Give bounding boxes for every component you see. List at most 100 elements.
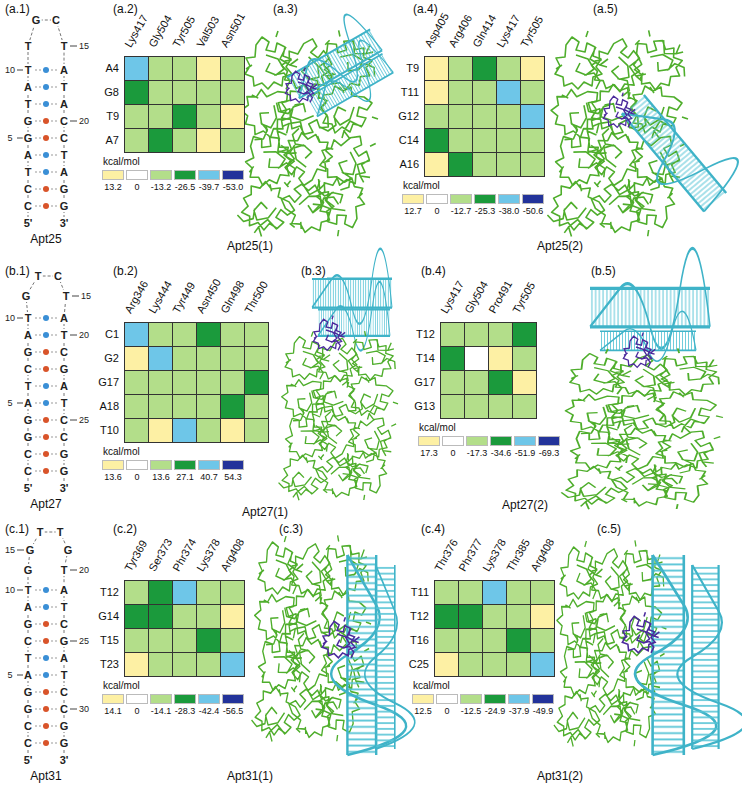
heatmap-cell — [124, 80, 149, 105]
legend-swatch — [150, 170, 172, 180]
heatmap-cell — [220, 346, 245, 371]
legend-swatch — [126, 694, 148, 704]
unit-label: kcal/mol — [102, 446, 141, 458]
heatmap-cell — [124, 580, 149, 605]
nucleotide: A — [59, 312, 69, 324]
legend-value: -13.2 — [150, 182, 173, 192]
position-number: 20 — [78, 330, 90, 340]
panel-title: Apt31(2) — [536, 769, 584, 783]
nucleotide: A — [59, 98, 69, 110]
nucleotide-label: T14 — [415, 352, 436, 364]
heatmap-cell — [172, 80, 197, 105]
legend-value: -39.7 — [198, 182, 221, 192]
legend-swatch — [418, 436, 440, 446]
heatmap-cell — [220, 104, 245, 129]
nucleotide-label: C1 — [104, 328, 120, 340]
heatmap-cell — [496, 128, 521, 153]
nucleotide: C — [23, 737, 33, 749]
tick-line — [17, 318, 23, 319]
nucleotide: A — [59, 166, 69, 178]
pair-dot — [43, 689, 49, 695]
heatmap-cell — [520, 104, 545, 129]
heatmap-cell — [424, 80, 449, 105]
legend-swatch — [514, 436, 536, 446]
nucleotide-label: T9 — [405, 62, 420, 74]
nucleotide: T — [24, 584, 33, 596]
legend-swatch — [532, 694, 554, 704]
legend-value: -24.9 — [484, 706, 507, 716]
pair-dot — [43, 434, 49, 440]
nucleotide-label: A18 — [98, 400, 120, 412]
heatmap-cell — [448, 128, 473, 153]
strand-end: 5' — [23, 217, 34, 229]
heatmap-cell — [440, 394, 465, 419]
aptamer-name: Apt31 — [29, 769, 62, 783]
heatmap-cell — [448, 104, 473, 129]
heatmap-cell — [148, 580, 173, 605]
nucleotide: A — [23, 669, 33, 681]
legend-value: -53.0 — [222, 182, 245, 192]
position-number: 15 — [4, 545, 16, 555]
residue-label: Tyr369 — [122, 537, 150, 574]
nucleotide: A — [23, 601, 33, 613]
legend-swatch — [102, 170, 124, 180]
legend-swatch — [198, 460, 220, 470]
legend-swatch — [174, 694, 196, 704]
nucleotide: T — [60, 81, 69, 93]
heatmap-cell — [124, 370, 149, 395]
heatmap-cell — [448, 80, 473, 105]
heatmap-cell — [244, 418, 269, 443]
heatmap-cell — [530, 580, 555, 605]
loop-backbone — [28, 532, 68, 590]
heatmap-cell — [512, 322, 537, 347]
nucleotide: T — [24, 98, 33, 110]
nucleotide: C — [53, 270, 63, 282]
legend-value: 40.7 — [199, 472, 219, 482]
tick-line — [17, 590, 23, 591]
panel-title: Apt25(2) — [536, 239, 584, 253]
heatmap-cell — [148, 104, 173, 129]
heatmap-cell — [464, 370, 489, 395]
pair-dot — [43, 203, 49, 209]
heatmap-cell — [458, 628, 483, 653]
nucleotide: C — [59, 346, 69, 358]
unit-label: kcal/mol — [412, 680, 451, 692]
panel-title: Apt31(1) — [226, 769, 274, 783]
heatmap-cell — [496, 56, 521, 81]
panel-title: Apt27(2) — [501, 498, 549, 512]
heatmap-cell — [124, 628, 149, 653]
residue-label: Asn501 — [218, 10, 248, 50]
pair-dot — [43, 186, 49, 192]
heatmap-cell — [244, 322, 269, 347]
heatmap-cell — [148, 346, 173, 371]
legend-value: -34.6 — [490, 448, 513, 458]
nucleotide-label: G8 — [103, 86, 120, 98]
nucleotide: G — [59, 183, 70, 195]
nucleotide-label: G2 — [103, 352, 120, 364]
position-number: 10 — [4, 65, 16, 75]
position-number: 20 — [78, 565, 90, 575]
nucleotide: G — [59, 363, 70, 375]
heatmap-cell — [488, 322, 513, 347]
legend-value: -50.6 — [522, 206, 545, 216]
strand-end: 3' — [59, 217, 70, 229]
nucleotide: G — [23, 431, 34, 443]
legend-value: 54.3 — [223, 472, 243, 482]
nucleotide: G — [23, 414, 34, 426]
panel-tag: (b.2) — [112, 264, 139, 278]
heatmap-cell — [488, 394, 513, 419]
pair-dot — [43, 655, 49, 661]
heatmap-cell — [472, 104, 497, 129]
heatmap-cell — [482, 604, 507, 629]
heatmap-cell — [434, 604, 459, 629]
legend-swatch — [102, 460, 124, 470]
legend-value: 0 — [133, 472, 140, 482]
nucleotide: G — [23, 115, 34, 127]
legend-swatch — [222, 460, 244, 470]
nucleotide-label: T10 — [99, 424, 120, 436]
heatmap-cell — [434, 628, 459, 653]
pair-dot — [43, 152, 49, 158]
nucleotide-label: G17 — [413, 376, 436, 388]
legend-swatch — [412, 694, 434, 704]
legend-value: 27.1 — [175, 472, 195, 482]
